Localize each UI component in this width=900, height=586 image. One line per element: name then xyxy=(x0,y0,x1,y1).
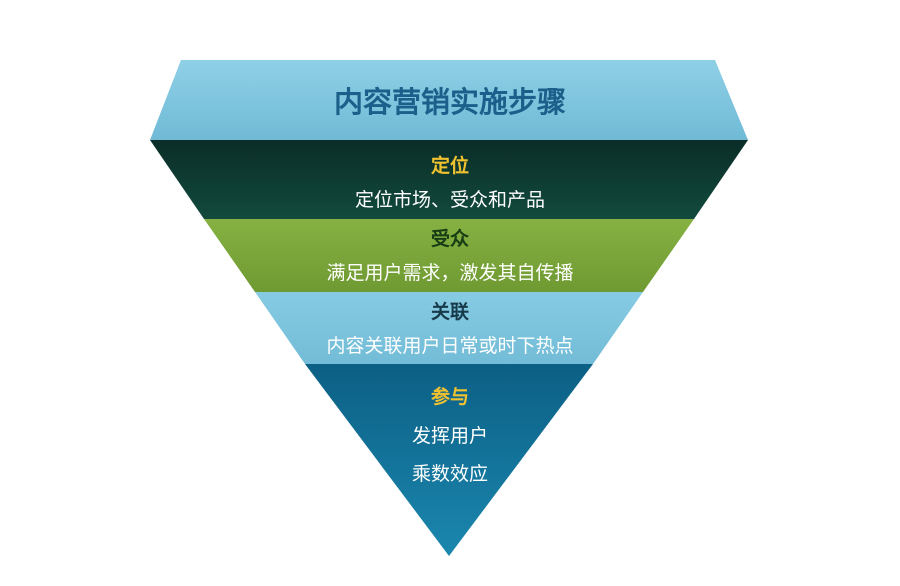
level-3-heading: 关联 xyxy=(430,301,469,323)
level-4-description-line-2: 乘数效应 xyxy=(411,463,488,485)
level-1-description: 定位市场、受众和产品 xyxy=(354,189,545,211)
level-4-description-line-1: 发挥用户 xyxy=(411,425,488,447)
funnel-level-1-band xyxy=(150,140,748,219)
level-3-description: 内容关联用户日常或时下热点 xyxy=(326,335,574,357)
diagram-title: 内容营销实施步骤 xyxy=(333,85,566,119)
level-1-heading: 定位 xyxy=(430,155,469,177)
funnel-level-2-band xyxy=(204,219,694,292)
funnel-level-3-band xyxy=(255,292,643,364)
level-2-heading: 受众 xyxy=(430,228,469,250)
funnel-level-4-band xyxy=(305,364,593,556)
level-2-description: 满足用户需求，激发其自传播 xyxy=(326,262,574,284)
level-4-heading: 参与 xyxy=(430,386,469,408)
title-band xyxy=(150,60,748,140)
